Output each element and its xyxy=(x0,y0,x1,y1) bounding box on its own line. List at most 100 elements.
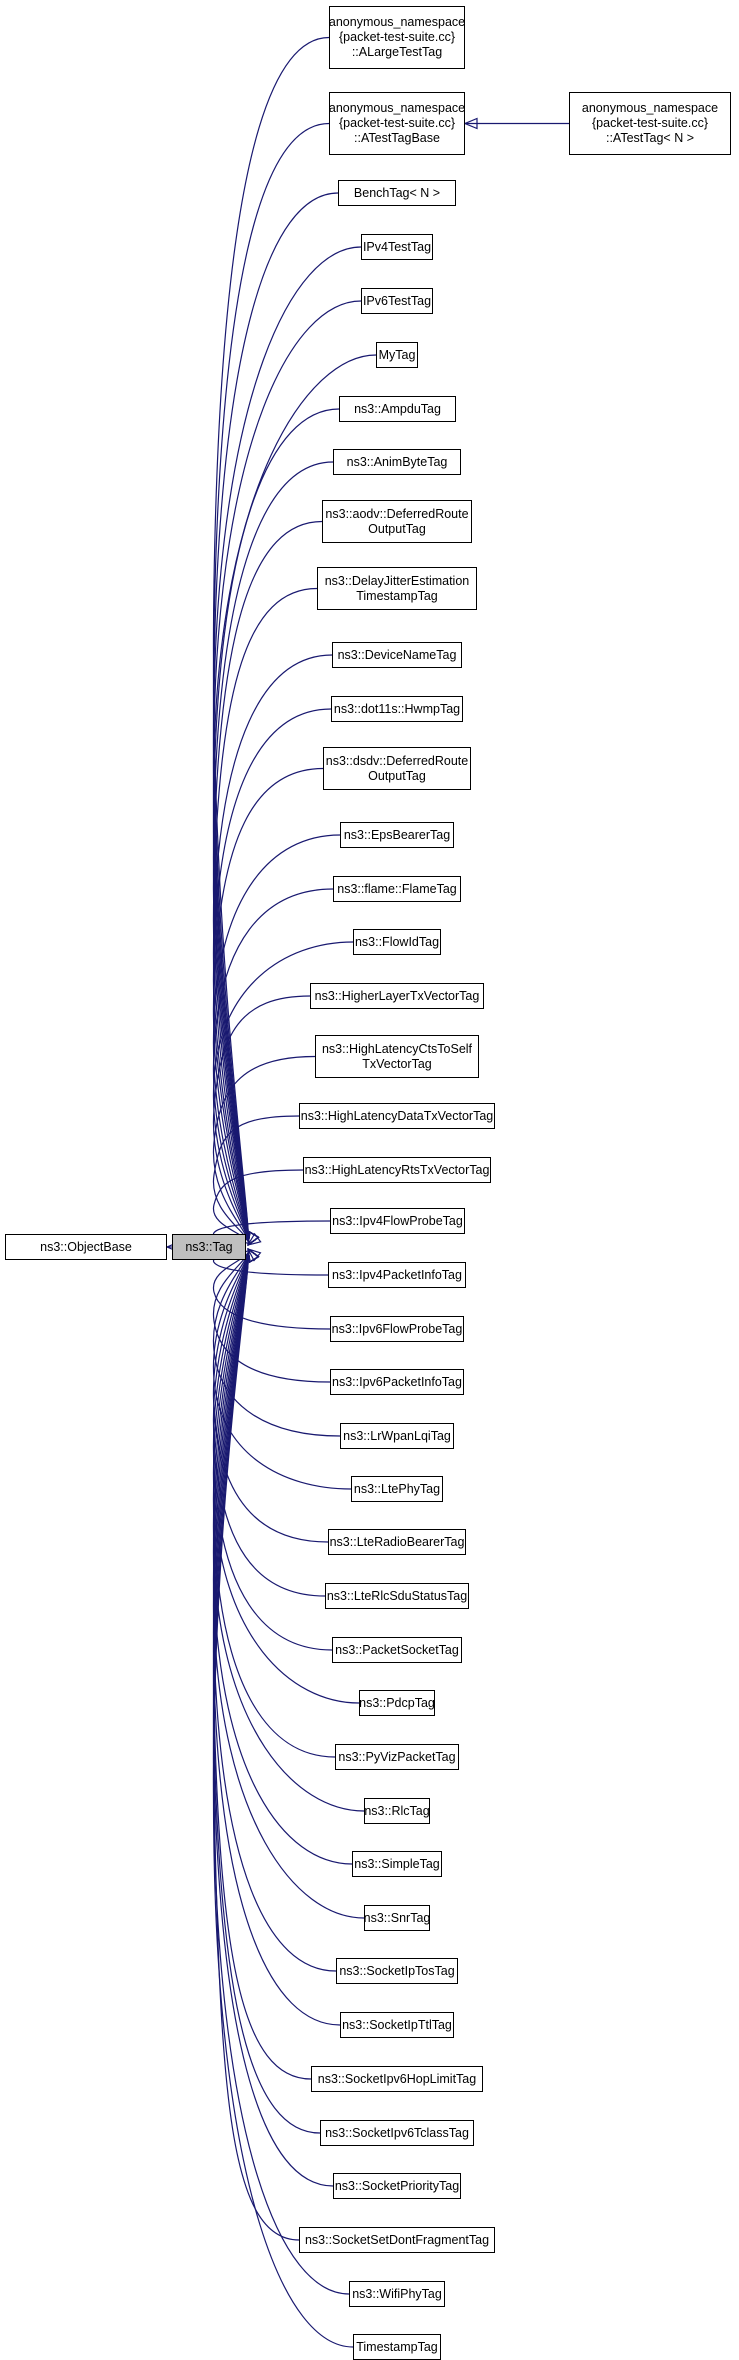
node-label-line: ns3::SocketIpTtlTag xyxy=(342,2017,452,2032)
inheritance-edge xyxy=(212,995,311,1245)
node-derived-class[interactable]: ns3::LteRlcSduStatusTag xyxy=(325,1583,469,1609)
node-derived-class[interactable]: ns3::PdcpTag xyxy=(359,1690,435,1716)
node-derived-class[interactable]: ns3::LtePhyTag xyxy=(351,1476,443,1502)
inheritance-edge xyxy=(212,1055,316,1246)
node-derived-class[interactable]: ns3::SocketPriorityTag xyxy=(333,2173,461,2199)
inheritance-edge xyxy=(212,834,341,1245)
inheritance-edge xyxy=(212,36,330,1246)
node-label-line: OutputTag xyxy=(368,521,426,536)
node-label-line: ns3::PyVizPacketTag xyxy=(338,1749,456,1764)
node-label-line: ns3::dot11s::HwmpTag xyxy=(333,701,461,716)
node-label-line: ns3::DelayJitterEstimation xyxy=(324,573,470,588)
node-label-line: ns3::SimpleTag xyxy=(354,1856,440,1871)
node-label: ns3::ObjectBase xyxy=(40,1239,132,1254)
node-derived-class[interactable]: ns3::SocketIpTtlTag xyxy=(340,2012,454,2038)
node-derived-class[interactable]: ns3::dot11s::HwmpTag xyxy=(331,696,463,722)
node-label-line: ns3::EpsBearerTag xyxy=(343,827,451,842)
node-derived-class[interactable]: ns3::SocketSetDontFragmentTag xyxy=(299,2227,495,2253)
node-derived-class[interactable]: IPv4TestTag xyxy=(361,234,433,260)
node-derived-class[interactable]: BenchTag< N > xyxy=(338,180,456,206)
node-label-line: ns3::AmpduTag xyxy=(354,401,441,416)
inheritance-edge xyxy=(212,587,318,1246)
node-label-line: IPv6TestTag xyxy=(362,293,432,308)
node-label-line: TxVectorTag xyxy=(362,1056,432,1071)
node-derived-class[interactable]: ns3::FlowIdTag xyxy=(353,929,441,955)
node-label-line: BenchTag< N > xyxy=(353,185,441,200)
node-label-line: ns3::HigherLayerTxVectorTag xyxy=(314,988,480,1003)
node-derived-class[interactable]: IPv6TestTag xyxy=(361,288,433,314)
node-label-line: ns3::AnimByteTag xyxy=(346,454,448,469)
node-derived-class[interactable]: ns3::EpsBearerTag xyxy=(340,822,454,848)
node-derived-class[interactable]: ns3::AmpduTag xyxy=(339,396,456,422)
node-derived-class[interactable]: ns3::Ipv6FlowProbeTag xyxy=(330,1316,464,1342)
node-derived-class[interactable]: ns3::Ipv6PacketInfoTag xyxy=(330,1369,464,1395)
node-derived-class[interactable]: ns3::Ipv4PacketInfoTag xyxy=(328,1262,466,1288)
node-derived-class[interactable]: ns3::LteRadioBearerTag xyxy=(328,1529,466,1555)
node-derived-class[interactable]: anonymous_namespace{packet-test-suite.cc… xyxy=(329,92,465,155)
node-derived-class[interactable]: ns3::SocketIpv6HopLimitTag xyxy=(311,2066,483,2092)
inheritance-edge xyxy=(212,520,323,1246)
inheritance-edge xyxy=(212,461,334,1245)
node-label-line: ns3::LteRadioBearerTag xyxy=(329,1534,465,1549)
node-derived-class[interactable]: ns3::LrWpanLqiTag xyxy=(340,1423,454,1449)
node-label-line: ns3::SocketIpv6HopLimitTag xyxy=(317,2071,477,2086)
inheritance-edge xyxy=(212,888,334,1245)
node-derived-class[interactable]: MyTag xyxy=(376,342,418,368)
node-label-line: ns3::flame::FlameTag xyxy=(337,881,457,896)
inheritance-edge xyxy=(212,708,332,1245)
node-derived-class[interactable]: ns3::HighLatencyDataTxVectorTag xyxy=(299,1103,495,1129)
node-label-line: anonymous_namespace xyxy=(328,15,466,29)
node-label-line: OutputTag xyxy=(368,768,426,783)
node-derived-class[interactable]: TimestampTag xyxy=(353,2334,441,2360)
node-derived-class[interactable]: ns3::DeviceNameTag xyxy=(332,642,462,668)
inheritance-edge xyxy=(212,767,324,1246)
inheritance-edge xyxy=(212,654,333,1245)
inheritance-edge xyxy=(212,1249,354,2348)
inheritance-edge xyxy=(212,1115,300,1245)
node-base-class[interactable]: ns3::ObjectBase xyxy=(5,1234,167,1260)
node-label-line: TimestampTag xyxy=(356,2339,438,2354)
node-label-line: {packet-test-suite.cc} xyxy=(591,116,709,130)
node-label: ns3::Tag xyxy=(185,1239,233,1254)
node-derived-class[interactable]: ns3::HigherLayerTxVectorTag xyxy=(310,983,484,1009)
inheritance-edge xyxy=(212,941,354,1245)
node-label-line: ns3::PdcpTag xyxy=(359,1695,435,1710)
node-label-line: ns3::LteRlcSduStatusTag xyxy=(326,1588,468,1603)
node-derived-class[interactable]: ns3::AnimByteTag xyxy=(333,449,461,475)
node-derived-class[interactable]: ns3::Ipv4FlowProbeTag xyxy=(330,1208,465,1234)
node-derived-class[interactable]: ns3::SimpleTag xyxy=(352,1851,442,1877)
node-label-line: ::ATestTag< N > xyxy=(605,131,694,145)
node-current-class: ns3::Tag xyxy=(172,1234,246,1260)
node-label-line: ns3::HighLatencyCtsToSelf xyxy=(321,1041,473,1056)
node-label-line: ns3::Ipv4FlowProbeTag xyxy=(332,1213,463,1228)
node-derived-class[interactable]: ns3::WifiPhyTag xyxy=(349,2281,445,2307)
node-derived-class[interactable]: ns3::RlcTag xyxy=(364,1798,430,1824)
node-label-line: ns3::WifiPhyTag xyxy=(352,2286,442,2301)
node-label-line: {packet-test-suite.cc} xyxy=(338,116,456,130)
node-derived-class[interactable]: ns3::HighLatencyRtsTxVectorTag xyxy=(303,1157,491,1183)
node-derived-class[interactable]: ns3::PyVizPacketTag xyxy=(335,1744,459,1770)
node-label-line: ns3::FlowIdTag xyxy=(354,934,440,949)
node-label-line: IPv4TestTag xyxy=(362,239,432,254)
node-derived-class[interactable]: ns3::SocketIpTosTag xyxy=(336,1958,458,1984)
node-grandchild-class[interactable]: anonymous_namespace{packet-test-suite.cc… xyxy=(569,92,731,155)
node-derived-class[interactable]: ns3::flame::FlameTag xyxy=(333,876,461,902)
node-label-line: {packet-test-suite.cc} xyxy=(338,30,456,44)
node-label-line: ns3::aodv::DeferredRoute xyxy=(325,506,469,521)
node-label-line: ns3::LtePhyTag xyxy=(353,1481,441,1496)
node-derived-class[interactable]: anonymous_namespace{packet-test-suite.cc… xyxy=(329,6,465,69)
node-label-line: ::ATestTagBase xyxy=(354,131,440,145)
node-label-line: TimestampTag xyxy=(356,588,438,603)
node-label-line: ns3::Ipv6PacketInfoTag xyxy=(332,1374,462,1389)
node-derived-class[interactable]: ns3::SnrTag xyxy=(364,1905,430,1931)
node-derived-class[interactable]: ns3::PacketSocketTag xyxy=(332,1637,462,1663)
node-label-line: ns3::PacketSocketTag xyxy=(335,1642,459,1657)
node-label-line: ns3::SocketIpTosTag xyxy=(339,1963,455,1978)
node-derived-class[interactable]: ns3::SocketIpv6TclassTag xyxy=(320,2120,474,2146)
node-label-line: ns3::dsdv::DeferredRoute xyxy=(325,753,469,768)
